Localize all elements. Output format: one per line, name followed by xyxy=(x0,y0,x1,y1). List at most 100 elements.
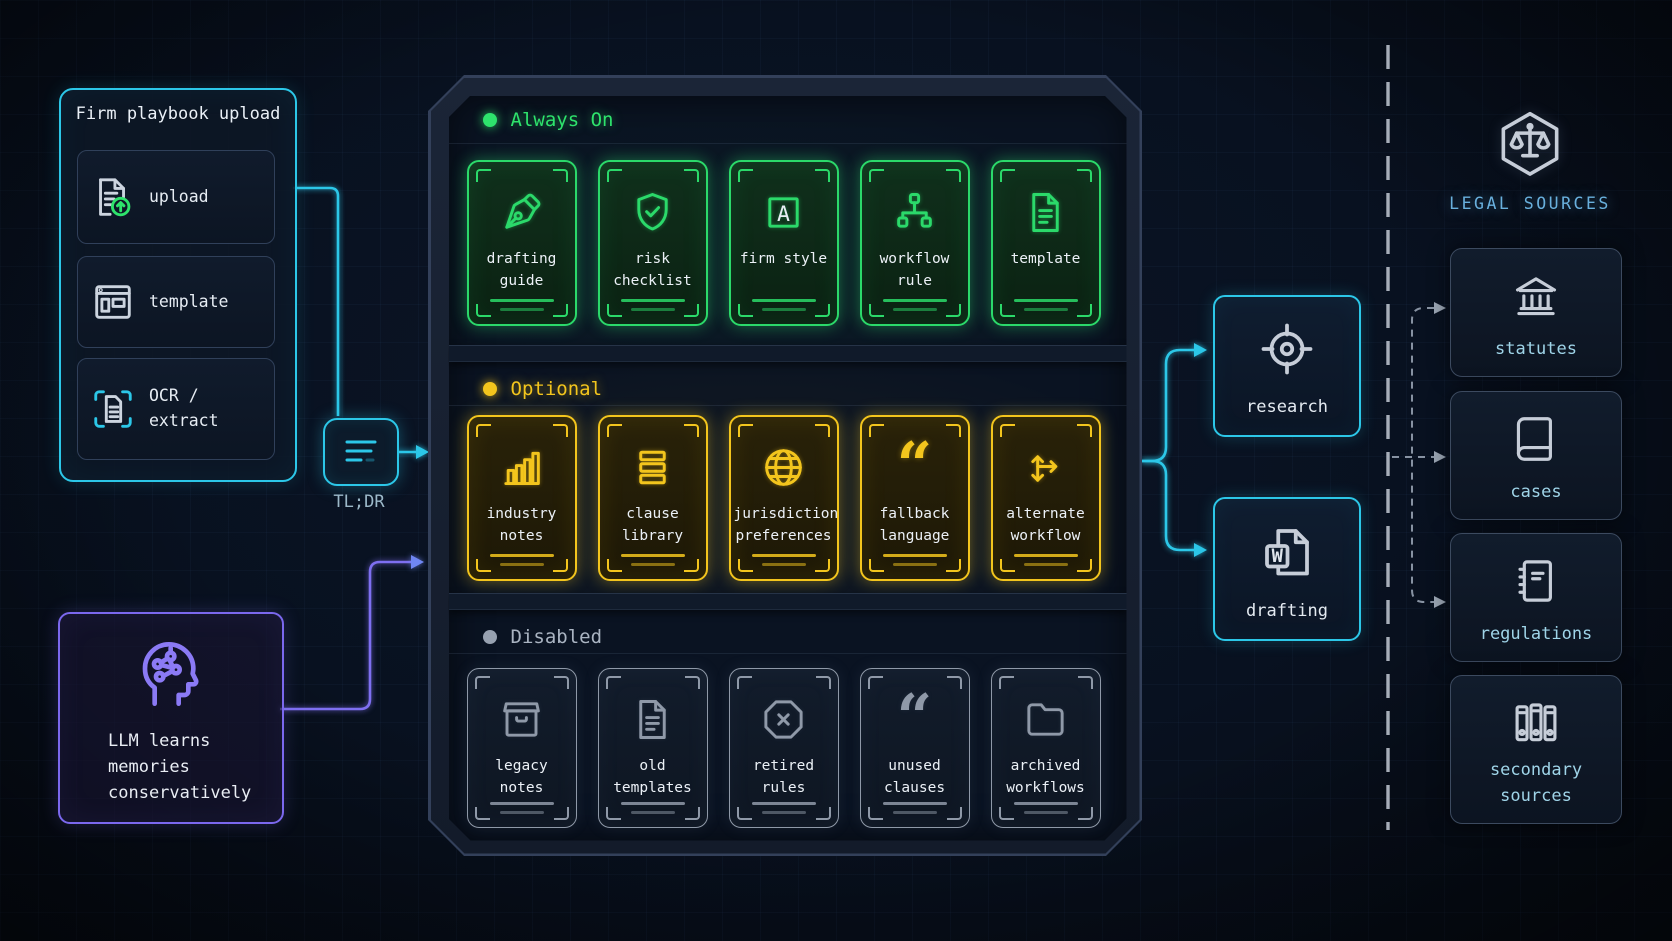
branch-arrows-icon xyxy=(1031,455,1058,482)
card-label: archived workflows xyxy=(1006,757,1085,796)
notebook-icon xyxy=(1518,560,1552,602)
panel-to-drafting-connector xyxy=(1142,459,1195,552)
memory-card-retired-rules[interactable]: retired rules xyxy=(728,667,839,828)
source-label: regulations xyxy=(1479,623,1593,644)
book-icon xyxy=(1516,417,1552,461)
card-label: drafting guide xyxy=(486,250,557,289)
playbook-to-tldr-connector xyxy=(293,186,340,416)
section-header-optional: Optional xyxy=(482,377,603,400)
source-label: secondary sources xyxy=(1489,760,1583,806)
card-label: template xyxy=(1010,250,1081,267)
binders-icon xyxy=(1515,703,1557,742)
section-divider xyxy=(448,344,1127,362)
card-label: clause library xyxy=(621,505,684,544)
svg-text:W: W xyxy=(1272,546,1284,567)
document-upload-icon xyxy=(99,178,131,217)
source-secondary-sources[interactable]: secondary sources xyxy=(1450,675,1622,824)
section-header-disabled: Disabled xyxy=(482,625,603,648)
head-circuit-icon xyxy=(142,641,199,706)
source-cases[interactable]: cases xyxy=(1450,391,1622,520)
card-label: risk checklist xyxy=(613,250,692,289)
memory-card-drafting-guide[interactable]: drafting guide xyxy=(466,159,577,326)
word-document-icon: W xyxy=(1265,529,1309,576)
stacked-bars-icon xyxy=(639,450,666,485)
shield-check-icon xyxy=(637,193,668,231)
memory-card-unused-clauses[interactable]: “ unused clauses xyxy=(859,667,970,828)
llm-label: LLM learns memories conservatively xyxy=(108,731,252,803)
section-label: Always On xyxy=(510,108,614,131)
layout-template-icon xyxy=(95,285,131,319)
tldr-node[interactable] xyxy=(323,418,399,486)
research-label: research xyxy=(1246,397,1328,417)
target-icon xyxy=(1261,323,1313,375)
legal-sources-title: LEGAL SOURCES xyxy=(1449,194,1611,213)
courthouse-icon xyxy=(1515,277,1557,316)
octagon-x-icon xyxy=(764,700,803,739)
card-label: old templates xyxy=(613,757,692,796)
card-label: retired rules xyxy=(752,757,815,796)
document-lines-icon xyxy=(639,700,666,739)
source-label: cases xyxy=(1510,481,1562,502)
scales-hexagon-icon xyxy=(1489,106,1571,192)
document-lines-icon xyxy=(1032,193,1059,232)
card-label: workflow rule xyxy=(879,250,950,289)
source-regulations[interactable]: regulations xyxy=(1450,533,1622,662)
optional-status-dot xyxy=(482,381,497,396)
source-statutes[interactable]: statutes xyxy=(1450,248,1622,377)
workflow-nodes-icon xyxy=(897,193,932,228)
section-header-always-on: Always On xyxy=(482,108,614,131)
card-label: jurisdiction preferences xyxy=(733,505,839,544)
memory-card-template[interactable]: template xyxy=(990,159,1101,326)
tldr-label: TL;DR xyxy=(333,492,385,512)
memory-card-clause-library[interactable]: clause library xyxy=(597,414,708,581)
always-on-status-dot xyxy=(482,112,497,127)
card-label: alternate workflow xyxy=(1006,505,1085,544)
svg-text:A: A xyxy=(777,202,790,227)
quote-marks-icon: “ xyxy=(896,427,933,501)
playbook-item-label: OCR / extract xyxy=(149,386,219,430)
section-divider xyxy=(448,592,1127,610)
card-label: firm style xyxy=(739,250,828,267)
section-label: Disabled xyxy=(510,625,603,648)
research-node[interactable]: research xyxy=(1213,295,1361,437)
memory-card-archived-workflows[interactable]: archived workflows xyxy=(990,667,1101,828)
quote-marks-icon: “ xyxy=(896,679,933,753)
panel-to-research-connector xyxy=(1142,348,1195,463)
drafting-label: drafting xyxy=(1246,601,1328,621)
globe-icon xyxy=(765,449,802,486)
bar-chart-icon xyxy=(504,451,540,486)
card-label: fallback language xyxy=(879,505,950,544)
disabled-status-dot xyxy=(482,629,497,644)
memory-card-legacy-notes[interactable]: legacy notes xyxy=(466,667,577,828)
document-scan-icon xyxy=(94,390,132,428)
memory-card-jurisdiction-preferences[interactable]: jurisdiction preferences xyxy=(728,414,839,581)
memory-panel: Always On drafting guide risk xyxy=(428,75,1142,856)
memory-panel-body: Always On drafting guide risk xyxy=(448,95,1127,841)
drafting-node[interactable]: W drafting xyxy=(1213,497,1361,641)
memory-card-old-templates[interactable]: old templates xyxy=(597,667,708,828)
playbook-panel-title: Firm playbook upload xyxy=(75,104,281,124)
memory-card-fallback-language[interactable]: “ fallback language xyxy=(859,414,970,581)
memory-card-workflow-rule[interactable]: workflow rule xyxy=(859,159,970,326)
llm-to-panel-arrow xyxy=(280,560,412,711)
card-label: industry notes xyxy=(486,505,557,544)
llm-box[interactable]: LLM learns memories conservatively xyxy=(58,612,284,824)
playbook-item-template[interactable]: template xyxy=(77,256,275,348)
section-label: Optional xyxy=(510,377,603,400)
archive-box-icon xyxy=(503,702,540,737)
memory-card-risk-checklist[interactable]: risk checklist xyxy=(597,159,708,326)
playbook-item-ocr[interactable]: OCR / extract xyxy=(77,358,275,460)
playbook-panel: Firm playbook upload upload template xyxy=(59,88,297,482)
memory-card-firm-style[interactable]: A firm style xyxy=(728,159,839,326)
folder-icon xyxy=(1027,703,1064,736)
sources-dashed-connector xyxy=(1411,307,1434,603)
card-label: legacy notes xyxy=(495,757,548,796)
memory-card-industry-notes[interactable]: industry notes xyxy=(466,414,577,581)
source-label: statutes xyxy=(1495,338,1577,359)
playbook-item-upload[interactable]: upload xyxy=(77,150,275,244)
card-label: unused clauses xyxy=(883,757,946,796)
memory-card-alternate-workflow[interactable]: alternate workflow xyxy=(990,414,1101,581)
playbook-item-label: template xyxy=(149,291,229,311)
letter-a-icon: A xyxy=(768,197,799,228)
